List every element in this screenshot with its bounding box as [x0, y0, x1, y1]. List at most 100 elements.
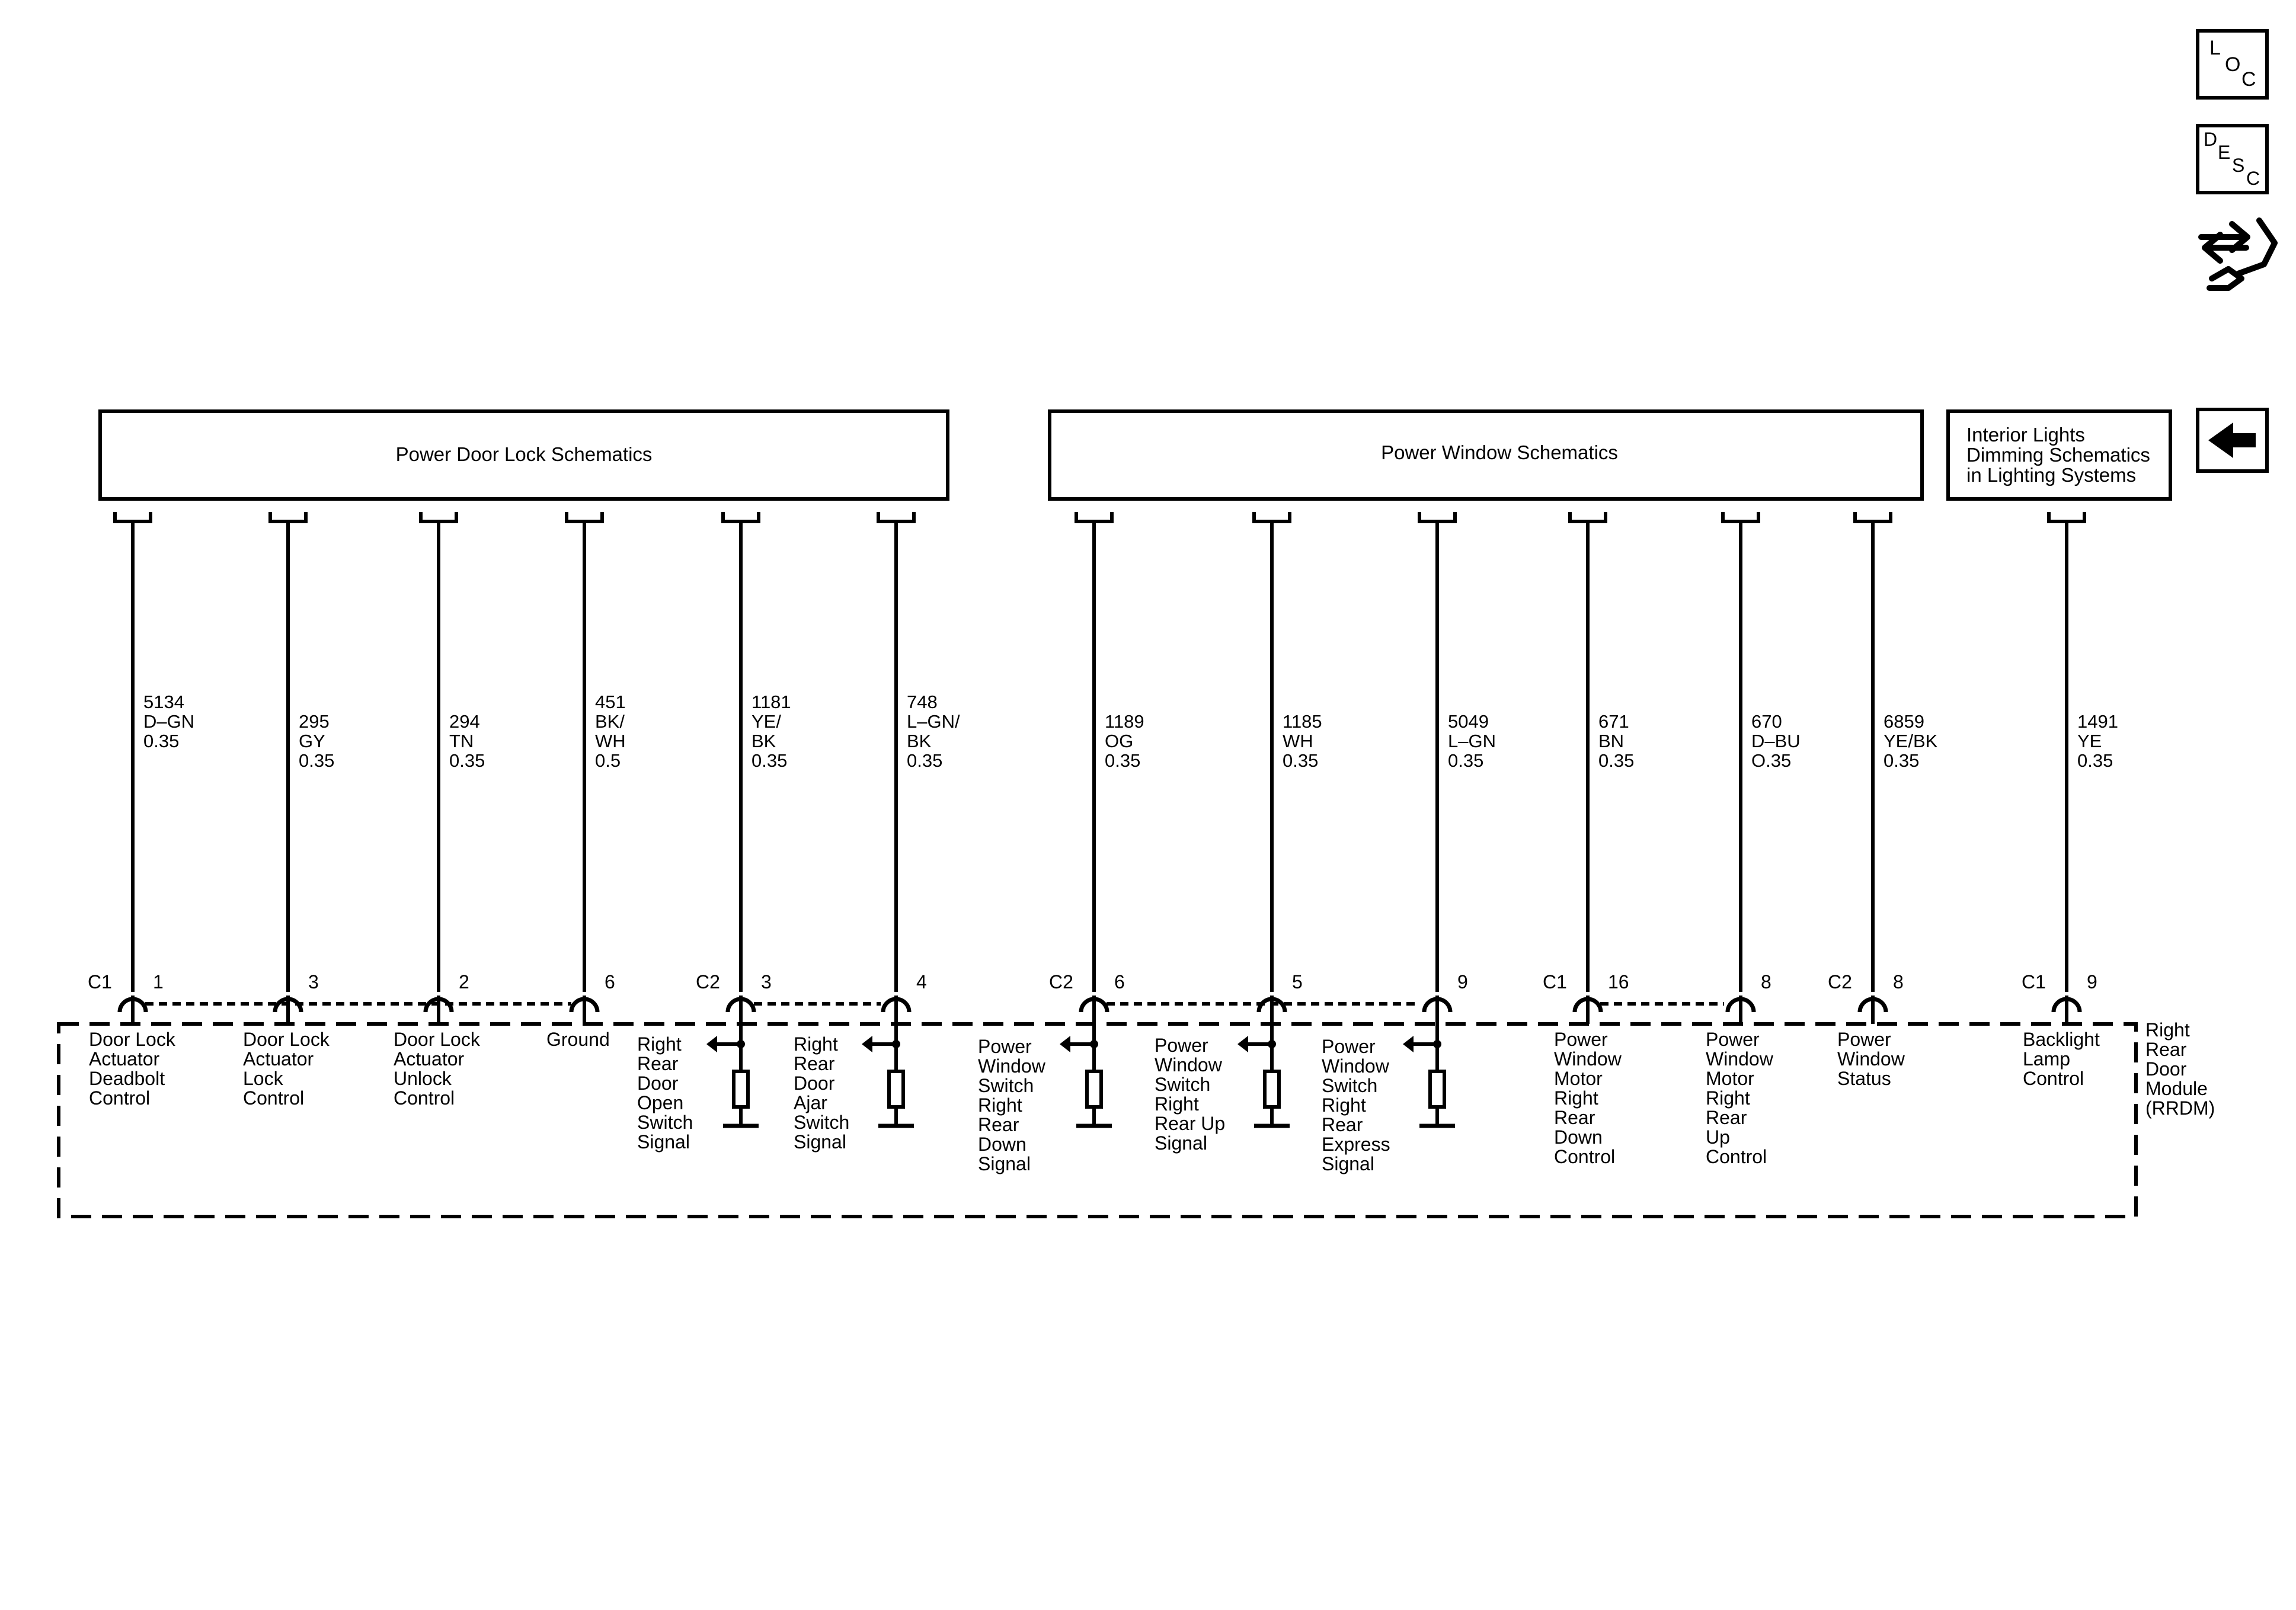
connector-id: C2	[1049, 971, 1073, 993]
header-power-door-lock[interactable]: Power Door Lock Schematics	[98, 409, 949, 501]
function-label: Door Lock	[243, 1029, 330, 1050]
pin-number: 2	[459, 971, 469, 993]
function-label: Backlight	[2023, 1029, 2100, 1050]
header-interior-lights-line1: Interior Lights	[1966, 424, 2085, 446]
function-label: Control	[243, 1087, 304, 1109]
wire-circuit-number: 1189	[1105, 711, 1144, 732]
function-label: Actuator	[394, 1048, 465, 1070]
header-power-window-label: Power Window Schematics	[1381, 441, 1618, 463]
resistor	[887, 1070, 905, 1109]
wire-color: WH	[1283, 731, 1313, 751]
connector-id: C2	[1828, 971, 1852, 993]
function-label: Ajar	[794, 1092, 827, 1113]
wire-color: BN	[1598, 731, 1624, 751]
wire-gauge: 0.35	[449, 750, 485, 771]
function-label: Door	[794, 1073, 835, 1094]
svg-text:O: O	[2225, 53, 2240, 76]
function-label: Power	[1322, 1036, 1376, 1057]
svg-text:C: C	[2246, 168, 2260, 189]
wire-gauge: 0.35	[1884, 750, 1919, 771]
function-label: Ground	[546, 1029, 610, 1050]
function-label: Rear	[794, 1053, 835, 1074]
function-label: Express	[1322, 1134, 1390, 1155]
terminal	[1252, 512, 1291, 523]
wire-color: BK	[907, 731, 932, 751]
function-label: Motor	[1706, 1068, 1754, 1089]
header-interior-lights[interactable]: Interior Lights Dimming Schematics in Li…	[1946, 409, 2172, 501]
wire-circuit-number: 670	[1751, 711, 1782, 732]
function-label: Signal	[1322, 1153, 1374, 1174]
function-label: Actuator	[243, 1048, 314, 1070]
function-label: Door Lock	[394, 1029, 481, 1050]
function-label: Rear Up	[1155, 1113, 1225, 1134]
wire-gauge: 0.35	[299, 750, 334, 771]
function-label: Power	[1554, 1029, 1608, 1050]
function-label: Right	[1322, 1094, 1366, 1116]
function-label: Rear	[978, 1114, 1019, 1135]
function-label: Down	[1554, 1126, 1603, 1148]
wire-gauge: O.35	[1751, 750, 1791, 771]
pin-number: 6	[605, 971, 615, 993]
terminal	[565, 512, 604, 523]
desc-icon[interactable]: D E S C	[2196, 124, 2269, 194]
module-label: Right Rear Door Module (RRDM)	[2145, 1019, 2215, 1119]
svg-text:L: L	[2209, 37, 2221, 59]
connector-tool-icon[interactable]	[2198, 217, 2278, 291]
wire-color: YE/BK	[1884, 731, 1938, 751]
function-label: Switch	[1322, 1075, 1377, 1096]
function-label: Lock	[243, 1068, 284, 1089]
wire-circuit-number: 1491	[2077, 711, 2118, 732]
terminal	[113, 512, 152, 523]
function-label: Window	[1837, 1048, 1905, 1070]
wire-gauge: 0.35	[1283, 750, 1318, 771]
module-label-line: (RRDM)	[2145, 1097, 2215, 1119]
header-interior-lights-line2: Dimming Schematics	[1966, 444, 2150, 466]
function-label: Power	[1837, 1029, 1891, 1050]
function-label: Motor	[1554, 1068, 1603, 1089]
wire-gauge: 0.35	[1598, 750, 1634, 771]
function-label: Window	[1322, 1055, 1390, 1077]
signal-arrow	[1403, 1036, 1414, 1052]
wire-color: BK	[752, 731, 776, 751]
function-label: Power	[978, 1036, 1032, 1057]
function-label: Deadbolt	[89, 1068, 165, 1089]
terminal	[877, 512, 916, 523]
signal-arrow	[706, 1036, 717, 1052]
function-label: Rear	[637, 1053, 679, 1074]
header-power-window[interactable]: Power Window Schematics	[1048, 409, 1924, 501]
function-label: Right	[794, 1033, 838, 1055]
pin-number: 6	[1114, 971, 1125, 993]
connector-id: C1	[1543, 971, 1567, 993]
back-arrow-icon[interactable]	[2196, 408, 2269, 473]
function-label: Door Lock	[89, 1029, 176, 1050]
terminal	[1075, 512, 1114, 523]
header-power-door-lock-label: Power Door Lock Schematics	[396, 443, 653, 465]
function-label: Signal	[794, 1131, 846, 1153]
terminal	[1721, 512, 1760, 523]
resistor	[1263, 1070, 1281, 1109]
wire-gauge: 0.5	[595, 750, 621, 771]
circuit-670: 670D–BUO.358PowerWindowMotorRightRearUpC…	[1706, 512, 1801, 1167]
pin-number: 16	[1608, 971, 1629, 993]
terminal	[1418, 512, 1457, 523]
module-label-line: Door	[2145, 1058, 2187, 1080]
function-label: Right	[1706, 1087, 1750, 1109]
function-label: Window	[1554, 1048, 1622, 1070]
loc-icon[interactable]: L O C	[2196, 29, 2269, 100]
pin-number: 1	[153, 971, 164, 993]
wire-circuit-number: 748	[907, 692, 938, 712]
function-label: Up	[1706, 1126, 1730, 1148]
wire-gauge: 0.35	[1105, 750, 1140, 771]
connector-id: C1	[88, 971, 112, 993]
resistor	[1428, 1070, 1446, 1109]
pin-number: 8	[1761, 971, 1771, 993]
wire-gauge: 0.35	[907, 750, 942, 771]
wire-circuit-number: 5049	[1448, 711, 1489, 732]
terminal	[2047, 512, 2086, 523]
svg-text:C: C	[2241, 68, 2256, 91]
function-label: Control	[1554, 1146, 1615, 1167]
function-label: Open	[637, 1092, 683, 1113]
